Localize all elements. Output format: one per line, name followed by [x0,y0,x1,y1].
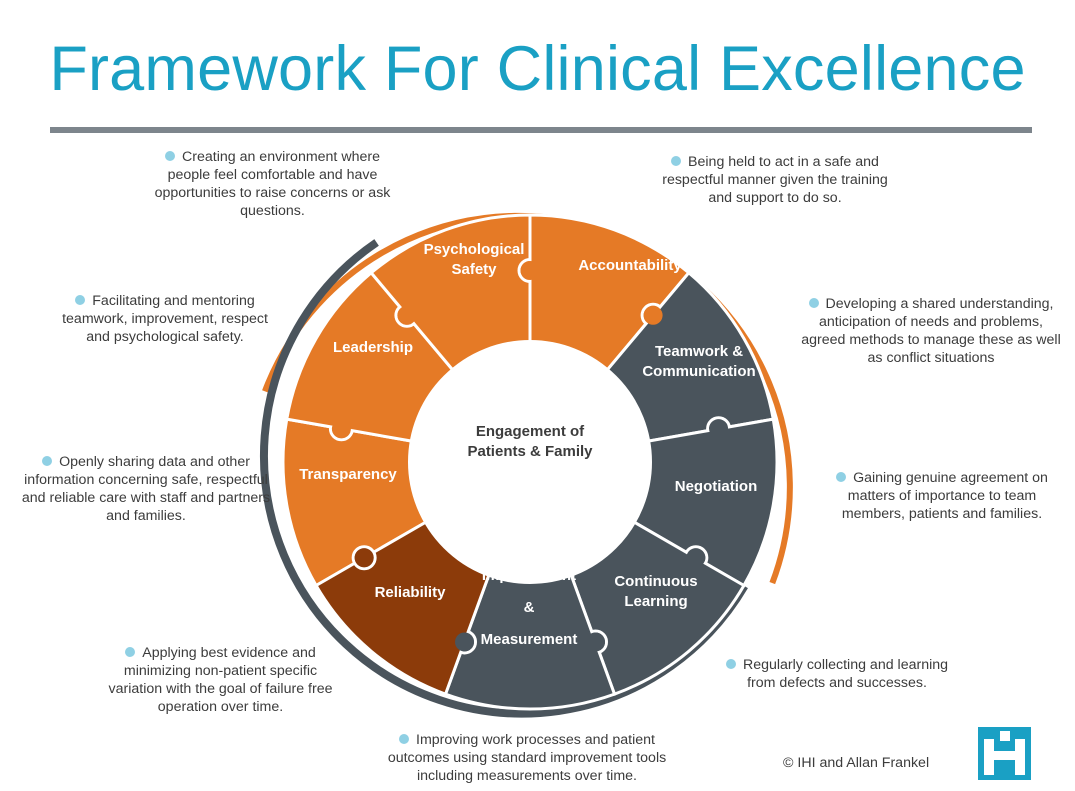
segment-label: Safety [451,261,497,278]
note-leadership: Facilitating and mentoring teamwork, imp… [62,293,268,345]
bullet-icon [808,298,819,308]
puzzle-knob-fill [331,419,351,439]
segment-label: Reliability [375,584,447,601]
segment-label: Psychological [424,241,525,258]
segment-label: Accountability [578,257,682,274]
note-teamwork: Developing a shared understanding, antic… [801,296,1061,366]
puzzle-knob-fill [397,305,417,325]
segment-label: Negotiation [675,478,758,495]
puzzle-knob-fill [643,305,663,325]
outer-gray-arc [259,239,748,718]
bullet-icon [125,647,136,657]
center-circle [408,340,652,584]
bullet-icon [671,156,682,166]
segment-label: Transparency [299,466,397,483]
note-continuous-learning: Regularly collecting and learning from d… [712,656,962,692]
note-psychological-safety: Creating an environment where people fee… [154,149,391,219]
segment-label: Learning [624,593,687,610]
note-accountability: Being held to act in a safe and respectf… [662,154,888,206]
segment-label: Teamwork & [655,343,743,360]
title-divider [50,127,1032,133]
segment-label: & [524,599,535,616]
segment-label: Measurement [481,631,578,648]
note-improvement: Improving work processes and patient out… [387,732,667,784]
segment-label: Continuous [614,573,697,590]
ihi-logo-icon [978,727,1031,780]
bullet-icon [725,659,736,669]
page-title: Framework For Clinical Excellence [49,34,1026,104]
segment-label: Leadership [333,339,413,356]
bullet-icon [42,456,53,466]
bullet-icon [399,734,410,744]
segment-label: Communication [642,363,755,380]
copyright-text: © IHI and Allan Frankel [783,755,930,771]
bullet-icon [75,295,86,305]
puzzle-knob-fill [686,548,706,568]
bullet-icon [165,151,176,161]
puzzle-knob-fill [709,419,729,439]
note-transparency: Openly sharing data and other informatio… [21,454,271,524]
note-reliability: Applying best evidence and minimizing no… [108,645,333,715]
puzzle-knob-fill [455,632,475,652]
note-negotiation: Gaining genuine agreement on matters of … [822,469,1062,523]
bullet-icon [836,472,847,482]
center-label-line-2: Patients & Family [467,443,593,460]
puzzle-knob-fill [520,261,540,280]
center-label-line-1: Engagement of [476,423,585,440]
puzzle-knob-fill [354,548,374,568]
puzzle-knob-fill [585,632,605,652]
